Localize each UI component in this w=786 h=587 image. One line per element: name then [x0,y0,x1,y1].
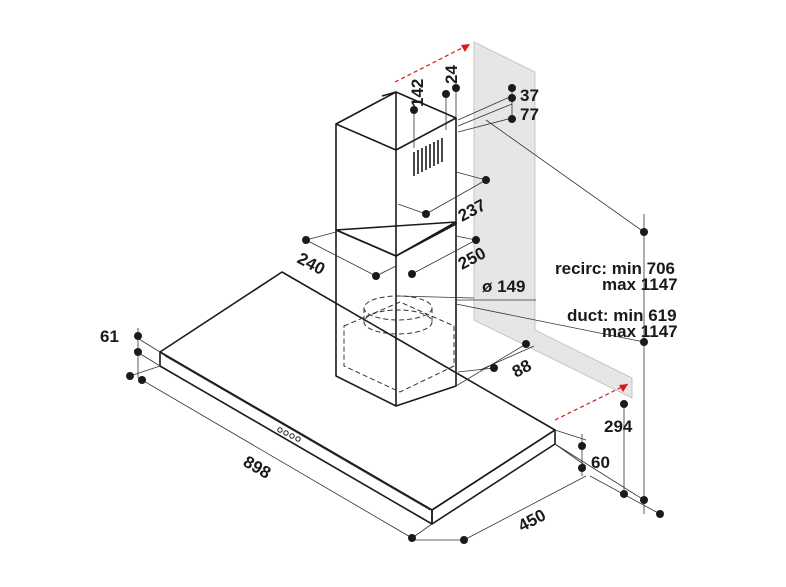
dim-149-label: ø 149 [482,277,525,296]
recirc-line-2: max 1147 [602,275,678,294]
dim-60-label: 60 [591,453,610,472]
dim-898-label: 898 [240,452,274,483]
dim-142-label: 142 [408,79,427,107]
dim-240-label: 240 [294,249,328,279]
wall-arrow-bottom [554,383,629,421]
dim-450-label: 450 [515,505,549,535]
dim-88-label: 88 [509,356,535,382]
dim-77-label: 77 [520,105,539,124]
recirc-line-1: recirc: min 706 [555,259,675,278]
dim-37-label: 37 [520,86,539,105]
dim-294-label: 294 [604,417,633,436]
hidden-motor [343,295,455,393]
vent-grille [413,138,443,176]
dimension-dots [126,84,664,544]
wall-plane [473,41,633,399]
duct-line-1: duct: min 619 [567,306,677,325]
dim-24-label: 24 [442,65,461,84]
dim-61-label: 61 [100,327,119,346]
upper-chimney [335,91,457,257]
wall-arrow-top [394,43,471,83]
duct-line-2: max 1147 [602,322,678,341]
control-buttons [277,427,301,442]
